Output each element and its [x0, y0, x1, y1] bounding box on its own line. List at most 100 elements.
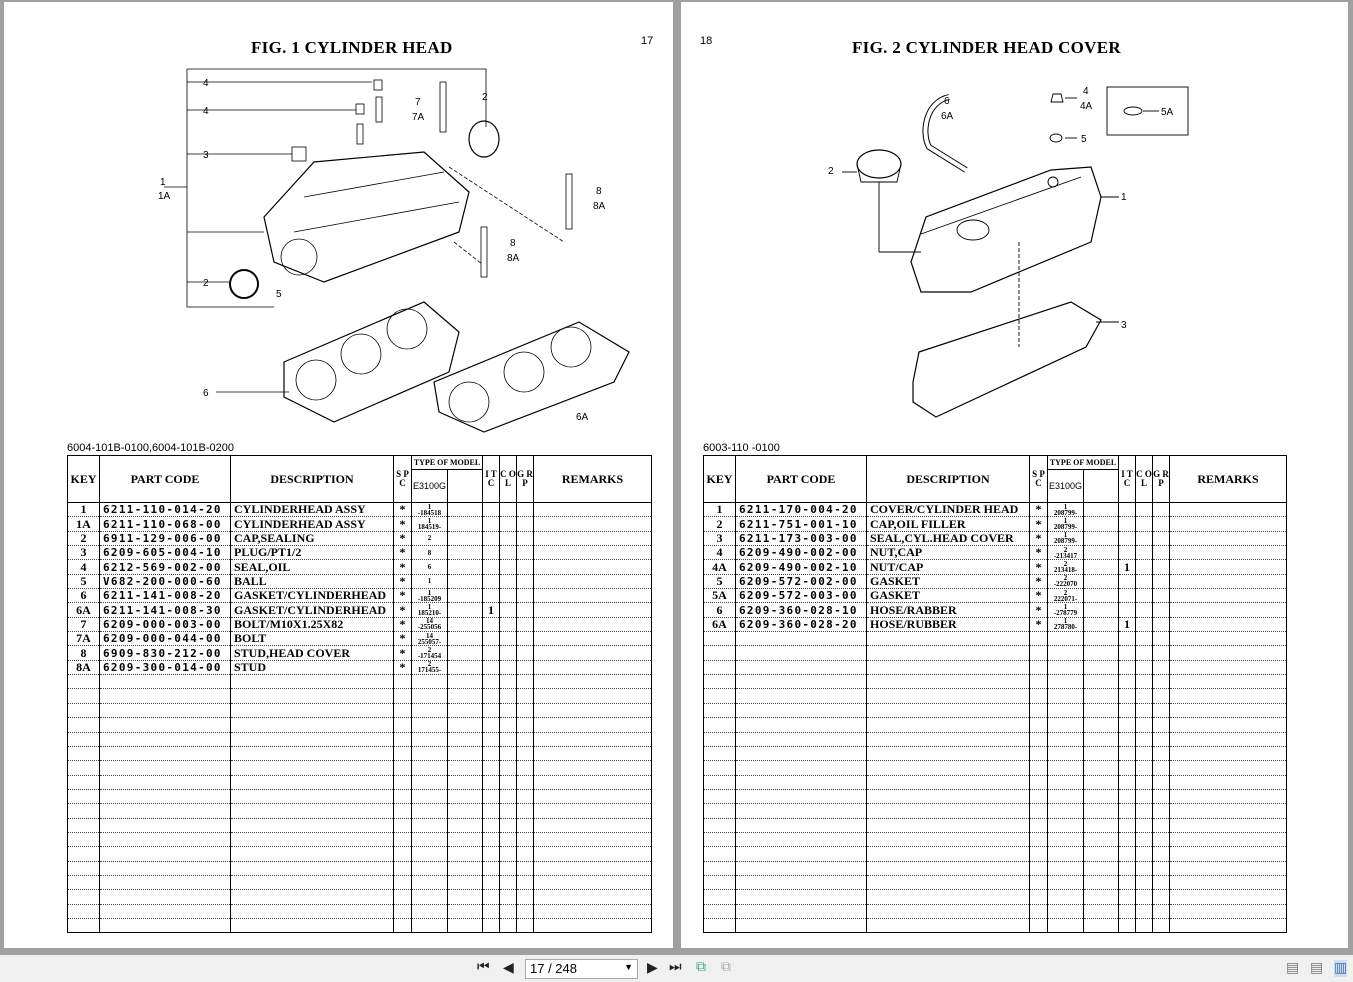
previous-page-icon[interactable]: ◀ [503, 961, 514, 976]
grp-cell [516, 803, 534, 819]
itc-cell [482, 617, 500, 633]
grp-cell [516, 574, 534, 590]
grp-cell [516, 789, 534, 805]
spc-cell: * [393, 574, 412, 590]
model-blank-cell [447, 645, 483, 661]
part-code-cell [99, 775, 231, 790]
itc-cell [482, 703, 500, 719]
first-page-icon[interactable]: ⏮ [477, 960, 490, 975]
description-cell [230, 746, 394, 762]
part-code-cell: 6212-569-002-00 [99, 559, 231, 575]
remarks-cell [533, 803, 652, 819]
key-cell [703, 875, 736, 891]
col-model-e3100g: E3100G [411, 469, 448, 503]
grp-cell [1152, 703, 1170, 719]
model-blank-cell [447, 775, 483, 790]
part-code-cell [99, 861, 231, 876]
key-cell [67, 760, 100, 776]
part-code-cell [99, 904, 231, 919]
callout-7: 7 [415, 97, 421, 108]
model-qty-cell [411, 861, 448, 876]
model-codes: 6004-101B-0100,6004-101B-0200 [67, 442, 234, 454]
remarks-cell [533, 789, 652, 805]
quantity: 6 [427, 563, 432, 572]
last-page-icon[interactable]: ⏭ [669, 960, 682, 975]
part-code-cell [99, 832, 231, 848]
itc-cell [1118, 602, 1136, 618]
model-qty-cell: 14-255056 [411, 617, 448, 633]
model-blank-cell [1083, 516, 1119, 532]
part-code-cell [735, 674, 867, 690]
key-cell: 5A [703, 588, 736, 604]
model-qty-cell [411, 846, 448, 862]
key-cell [703, 904, 736, 919]
table-row [703, 889, 1287, 905]
itc-cell [1118, 688, 1136, 704]
part-code-cell [735, 746, 867, 762]
grp-cell [1152, 875, 1170, 891]
remarks-cell [533, 688, 652, 704]
col-key: KEY [703, 455, 736, 503]
remarks-cell [1169, 818, 1287, 833]
remarks-cell [1169, 832, 1287, 848]
table-row [703, 688, 1287, 704]
spc-cell: * [393, 588, 412, 604]
model-codes: 6003-110 -0100 [703, 442, 780, 454]
grp-cell [516, 861, 534, 876]
key-cell [67, 861, 100, 876]
single-page-view-icon[interactable]: ▤ [1286, 961, 1300, 976]
itc-cell [482, 846, 500, 862]
part-code-cell: 6209-605-004-10 [99, 545, 231, 561]
go-back-view-icon[interactable]: ⧉ [696, 960, 706, 975]
grp-cell [516, 617, 534, 633]
model-blank-cell [1083, 502, 1119, 518]
key-cell [67, 904, 100, 919]
quantity: 14 [426, 617, 433, 626]
remarks-cell [1169, 904, 1287, 919]
model-qty-cell: 1-278779 [1047, 602, 1084, 618]
part-code-cell [99, 746, 231, 762]
model-qty-cell: 2-213417 [1047, 545, 1084, 561]
quantity: 2 [1063, 588, 1068, 597]
part-code-cell [735, 818, 867, 833]
remarks-cell [533, 502, 652, 518]
description-cell [866, 904, 1030, 919]
model-blank-cell [447, 588, 483, 604]
table-row [703, 861, 1287, 876]
part-code-cell [99, 717, 231, 733]
spc-cell [1029, 861, 1048, 876]
model-blank-cell [1083, 904, 1119, 919]
col-cell [499, 889, 517, 905]
quantity: 1 [1063, 603, 1068, 612]
callout-8: 8 [596, 186, 602, 197]
key-cell [703, 688, 736, 704]
model-blank-cell [447, 674, 483, 690]
key-cell [67, 674, 100, 690]
part-code-cell: 6209-360-028-20 [735, 617, 867, 633]
callout-4: 4 [203, 78, 209, 89]
part-code-cell [99, 918, 231, 934]
col-cell [1135, 846, 1153, 862]
figure-title: FIG. 1 CYLINDER HEAD [251, 38, 453, 57]
continuous-view-icon[interactable]: ▤ [1310, 961, 1324, 976]
go-forward-view-icon[interactable]: ⧉ [721, 960, 731, 975]
part-code-cell [99, 803, 231, 819]
model-blank-cell [447, 746, 483, 762]
description-cell [230, 803, 394, 819]
two-page-view-icon[interactable]: ▥ [1334, 960, 1348, 977]
next-page-icon[interactable]: ▶ [647, 961, 658, 976]
model-qty-cell [1047, 760, 1084, 776]
page-selector[interactable]: 17 / 248▼ [525, 959, 638, 979]
model-blank-cell [1083, 760, 1119, 776]
table-row [703, 803, 1287, 819]
model-qty-cell [411, 889, 448, 905]
callout-2: 2 [203, 278, 209, 289]
table-row [703, 746, 1287, 762]
spc-cell: * [393, 660, 412, 676]
description-cell [230, 846, 394, 862]
col-type-of-model: TYPE OF MODEL [411, 455, 483, 470]
model-blank-cell [1083, 660, 1119, 676]
